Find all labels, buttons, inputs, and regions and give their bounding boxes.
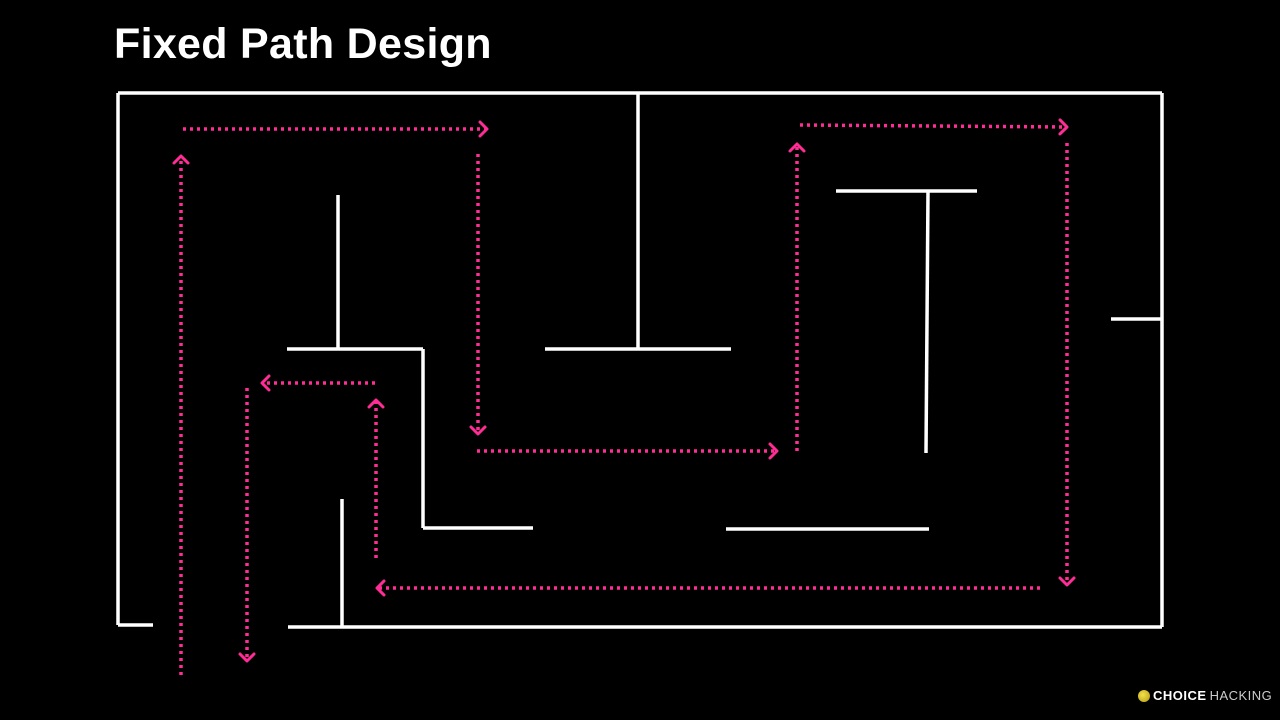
arrowhead-icon [788,142,806,153]
arrowhead-icon [469,425,487,436]
arrowhead-icon [367,398,385,409]
path-arrow [260,374,375,392]
arrowhead-icon [1058,118,1069,136]
dotted-path-line [799,123,1068,129]
arrowhead-icon [172,154,190,165]
path-arrow [1058,143,1076,587]
path-arrow [799,118,1069,136]
arrowhead-icon [375,579,386,597]
path-arrow [469,154,487,436]
maze-wall [924,190,930,454]
path-arrow [375,579,1040,597]
arrowhead-icon [1058,576,1076,587]
logo-text-bold: CHOICE [1153,688,1207,703]
path-arrow [238,388,256,663]
arrowhead-icon [478,120,489,138]
path-arrow [172,154,190,675]
path-arrow [477,442,779,460]
arrowhead-icon [260,374,271,392]
logo-circle-icon [1138,689,1150,702]
arrowhead-icon [238,652,256,663]
slide-title: Fixed Path Design [114,20,492,68]
path-arrow [183,120,489,138]
path-arrow [367,398,385,558]
arrowhead-icon [768,442,779,460]
path-arrow [788,142,806,451]
logo-text-light: HACKING [1209,688,1273,703]
